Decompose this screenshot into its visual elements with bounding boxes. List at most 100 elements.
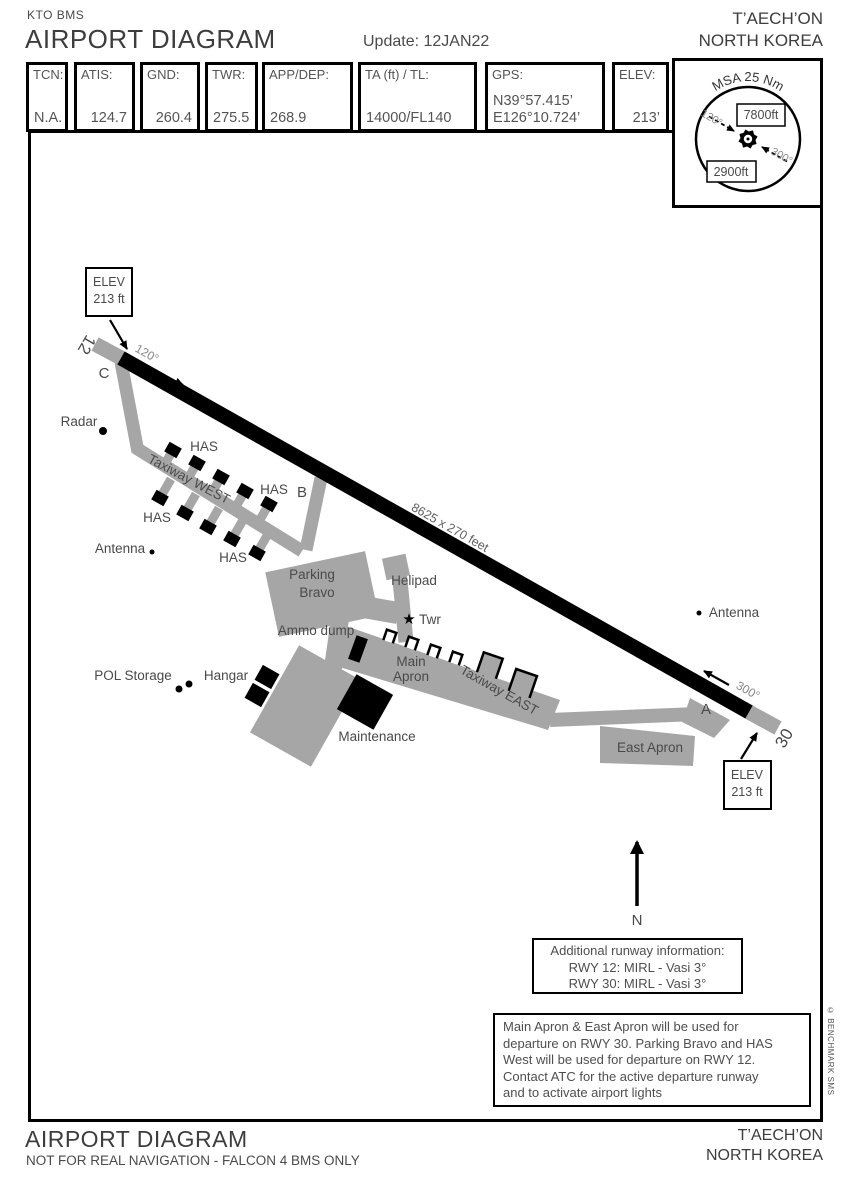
revetments-small [382, 628, 464, 666]
data-cell-elev: ELEV: 213’ [612, 62, 669, 132]
elev-box-30 [723, 760, 772, 810]
msa-diagram: MSA 25 Nm 120° 300° 7800ft 2900ft [694, 69, 802, 193]
data-cell-twr: TWR: 275.5 [205, 62, 258, 132]
msa-arc-title-text: MSA 25 Nm [709, 69, 786, 94]
taxiway-a-label: A [701, 701, 711, 718]
data-cell-gnd: GND: 260.4 [140, 62, 200, 132]
footer-location-city: T’AECH’ON [737, 1127, 823, 1144]
main-apron-label-1: Main [396, 654, 425, 669]
note-line: departure on RWY 30. Parking Bravo and H… [503, 1035, 773, 1051]
footer-location: T’AECH’ON NORTH KOREA [706, 1126, 823, 1166]
pol-storage-dot [175, 685, 183, 693]
has-label: HAS [219, 550, 247, 565]
departure-note-box: Main Apron & East Apron will be used for… [493, 1013, 811, 1107]
gps-label: GPS: [492, 67, 524, 82]
taxiway-c [114, 360, 145, 454]
has-label: HAS [190, 439, 218, 454]
antenna-east-dot [696, 610, 702, 616]
tcn-value: N.A. [34, 110, 63, 126]
msa-alt-low-box [706, 160, 757, 183]
copyright-text: © BENCHMARK SMS [826, 1006, 835, 1096]
helipad-taxilane [391, 569, 414, 643]
tower-star-icon: ★ [402, 611, 415, 628]
footer-location-country: NORTH KOREA [705, 1147, 823, 1164]
msa-box: MSA 25 Nm 120° 300° 7800ft 2900ft [672, 58, 823, 208]
page-title: AIRPORT DIAGRAM [25, 24, 276, 54]
note-line: Contact ATC for the active departure run… [503, 1068, 759, 1084]
main-apron-label-2: Apron [393, 669, 429, 684]
gps-lat-value: N39°57.415’ [493, 93, 573, 109]
location-header: T’AECH’ON NORTH KOREA [699, 8, 823, 52]
msa-arc-title: MSA 25 Nm [709, 69, 786, 94]
east-apron [600, 726, 695, 766]
tcn-label: TCN: [33, 67, 64, 82]
elev-label: ELEV: [619, 67, 656, 82]
maintenance-building [336, 674, 394, 730]
parking-bravo-apron [265, 551, 379, 637]
apron-corridor [356, 595, 400, 624]
taxiway-c-label: C [99, 365, 110, 382]
heading-300-arrow [703, 670, 730, 686]
main-apron [336, 626, 560, 730]
heading-120-arrow [151, 369, 184, 386]
has-label: HAS [143, 510, 171, 525]
gps-lon-value: E126°10.724’ [493, 110, 581, 126]
data-cell-tcn: TCN: N.A. [26, 62, 68, 132]
overrun-30 [743, 704, 782, 735]
overrun-12 [91, 337, 127, 366]
runway-12-30 [117, 351, 753, 719]
pol-storage-label: POL Storage [94, 668, 172, 683]
hangar-building [254, 664, 280, 690]
elev-12-line1: ELEV [93, 275, 126, 289]
antenna-east-label: Antenna [709, 605, 760, 620]
note-line: and to activate airport lights [503, 1085, 662, 1101]
data-cell-appdep: APP/DEP: 268.9 [262, 62, 353, 132]
data-cell-gps: GPS: N39°57.415’ E126°10.724’ [485, 62, 605, 132]
runway-number-12: 12 [74, 332, 100, 358]
gnd-value: 260.4 [155, 110, 192, 126]
elev-value: 213’ [632, 110, 660, 126]
gnd-label: GND: [147, 67, 180, 82]
appdep-value: 268.9 [270, 110, 307, 126]
elev-30-arrow [740, 732, 758, 760]
msa-bearing-nw-label: 120° [699, 108, 725, 130]
footer-disclaimer: NOT FOR REAL NAVIGATION - FALCON 4 BMS O… [26, 1153, 360, 1168]
buildings-group [99, 427, 702, 730]
runway-info-title: Additional runway information: [550, 943, 725, 958]
data-cell-atis: ATIS: 124.7 [74, 62, 135, 132]
msa-bearing-se-label: 300° [769, 146, 795, 168]
taxiway-east [549, 707, 698, 727]
msa-alt-high-box [736, 103, 786, 127]
parking-bravo-label-2: Bravo [299, 585, 334, 600]
west-parking-area [249, 645, 361, 767]
twr-value: 275.5 [213, 110, 250, 126]
arrows-group [109, 319, 758, 906]
elev-12-arrow [109, 319, 128, 350]
taxiway-b [299, 476, 328, 552]
runway-info-rwy30: RWY 30: MIRL - Vasi 3° [568, 976, 707, 991]
chart-code: KTO BMS [27, 8, 85, 22]
hangar-label: Hangar [204, 668, 249, 683]
antenna-west-label: Antenna [95, 541, 146, 556]
elev-30-line1: ELEV [731, 768, 764, 782]
tower-label: Twr [419, 612, 441, 627]
parking-bravo-label-1: Parking [289, 567, 335, 582]
runway-info-rwy12: RWY 12: MIRL - Vasi 3° [568, 959, 707, 975]
airport-symbol-icon [738, 129, 758, 149]
note-line: Main Apron & East Apron will be used for [503, 1019, 739, 1034]
pol-storage-dot [185, 680, 193, 688]
elev-30-line2: 213 ft [731, 785, 763, 799]
twr-label: TWR: [212, 67, 246, 82]
msa-bearing-se-line [761, 146, 788, 163]
maintenance-label: Maintenance [338, 729, 415, 744]
has-shelters [151, 441, 278, 562]
north-label: N [632, 912, 643, 929]
ta-tl-label: TA (ft) / TL: [365, 67, 429, 82]
msa-bearing-nw-line [708, 115, 735, 132]
ammo-dump-building [348, 635, 368, 663]
msa-alt-low: 2900ft [714, 165, 749, 179]
elev-callouts: ELEV 213 ft ELEV 213 ft [85, 267, 772, 810]
elev-box-12 [85, 267, 133, 317]
appdep-label: APP/DEP: [269, 67, 329, 82]
